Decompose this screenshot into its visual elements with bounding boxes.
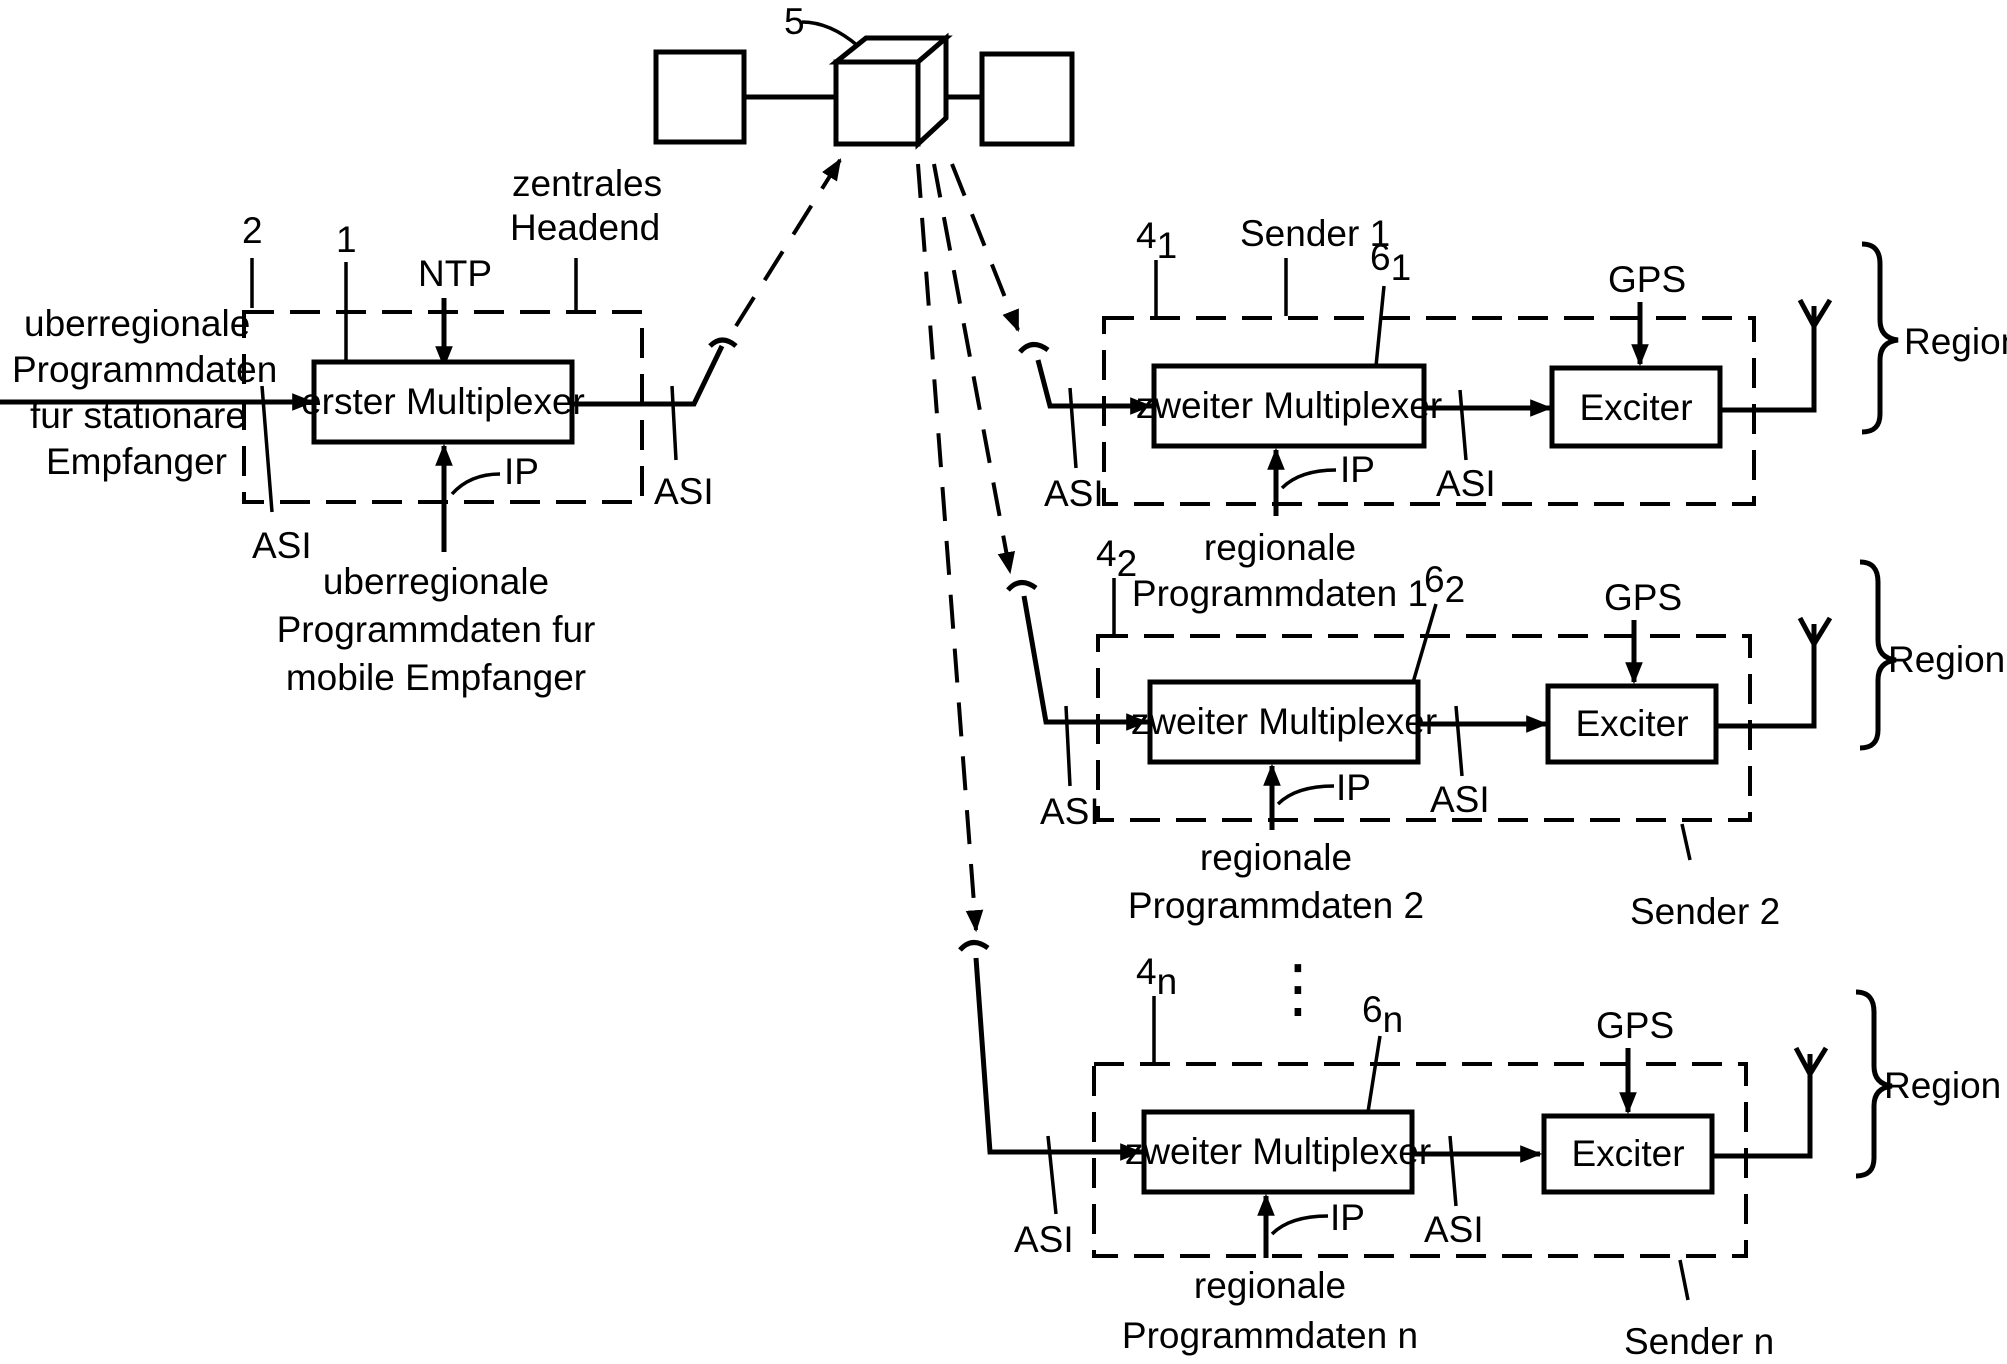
satellite-left-panel xyxy=(656,52,744,142)
exciter-2-label: Exciter xyxy=(1575,703,1688,744)
exciter-n-label: Exciter xyxy=(1571,1133,1684,1174)
mux-n-ref-leader xyxy=(1368,1036,1380,1112)
ip-leader xyxy=(452,474,500,494)
sender-2-asi-out-leader xyxy=(1456,706,1462,776)
sender-1-label: Sender 1 xyxy=(1240,213,1390,254)
ip-1-leader xyxy=(1282,470,1336,488)
region-2-label: Region 2 xyxy=(1888,639,2007,680)
satellite-ref-number: 5 xyxy=(784,1,805,42)
headend-title-line2: Headend xyxy=(510,207,660,248)
sender-2-label: Sender 2 xyxy=(1630,891,1780,932)
transmitter-1: 41 Sender 1 61 ASI zweiter Multiplexer A… xyxy=(1020,213,2007,614)
left-input-line2: Programmdaten xyxy=(12,349,277,390)
headend-ref-number: 2 xyxy=(242,210,263,251)
headend-uplink-line xyxy=(572,346,722,404)
sender-n-asi-out: ASI xyxy=(1424,1209,1484,1250)
headend-title-line1: zentrales xyxy=(512,163,662,204)
ip-1-label: IP xyxy=(1340,449,1375,490)
sender-2-dish xyxy=(1008,582,1036,590)
region-1-label: Region 1 xyxy=(1904,321,2007,362)
ip-label: IP xyxy=(504,451,539,492)
continuation-dots: ⋮ xyxy=(1266,952,1330,1024)
sender-2-asi-out: ASI xyxy=(1430,779,1490,820)
bottom-input-line1: uberregionale xyxy=(323,561,549,602)
ip-2-leader xyxy=(1278,786,1334,804)
right-asi-label: ASI xyxy=(654,471,714,512)
transmitter-n: 4n 6n ASI zweiter Multiplexer ASI Excite… xyxy=(960,942,2007,1362)
headend-uplink-dish xyxy=(710,340,736,346)
sender-n-label: Sender n xyxy=(1624,1321,1774,1362)
central-headend: 2 1 zentrales Headend NTP uberregionale … xyxy=(0,160,840,698)
region-1-brace xyxy=(1862,244,1898,432)
sender-n-ref: 4n xyxy=(1136,951,1177,1002)
zweiter-multiplexer-n-label: zweiter Multiplexer xyxy=(1125,1131,1431,1172)
left-asi-label: ASI xyxy=(252,525,312,566)
sender-n-asi-in: ASI xyxy=(1014,1219,1074,1260)
zweiter-multiplexer-1-label: zweiter Multiplexer xyxy=(1136,385,1442,426)
satellite-body xyxy=(836,62,918,144)
sender-2-asi-in: ASI xyxy=(1040,791,1100,832)
sender-1-dish xyxy=(1020,344,1048,352)
antenna-n-mast xyxy=(1712,1054,1810,1156)
regional-1-line2: Programmdaten 1 xyxy=(1132,573,1428,614)
satellite-ref-leader xyxy=(802,22,858,46)
left-asi-leader xyxy=(262,386,272,512)
left-input-label: uberregionale Programmdaten fur stationa… xyxy=(12,303,277,482)
antenna-1-mast xyxy=(1720,306,1814,410)
sender-1-asi-in: ASI xyxy=(1044,473,1104,514)
sender-n-input-line xyxy=(976,958,1142,1152)
sender-1-asi-out-leader xyxy=(1460,390,1466,460)
sender-1-ref: 41 xyxy=(1136,215,1177,266)
antenna-2-mast xyxy=(1716,624,1814,726)
sender-2-input-line xyxy=(1024,596,1148,722)
downlinks xyxy=(918,164,1018,930)
ip-n-leader xyxy=(1272,1216,1328,1234)
exciter-1-label: Exciter xyxy=(1579,387,1692,428)
mux-n-ref: 6n xyxy=(1362,989,1403,1040)
region-n-label: Region n xyxy=(1884,1065,2007,1106)
left-input-line4: Empfanger xyxy=(46,441,227,482)
left-input-line1: uberregionale xyxy=(24,303,250,344)
uplink-dashed-arrow xyxy=(736,160,840,326)
gps-2-label: GPS xyxy=(1604,577,1682,618)
ip-2-label: IP xyxy=(1336,767,1371,808)
sender-n-dish xyxy=(960,942,988,950)
regional-2-line2: Programmdaten 2 xyxy=(1128,885,1424,926)
ntp-label: NTP xyxy=(418,253,492,294)
ip-n-label: IP xyxy=(1330,1197,1365,1238)
mux-1-ref-leader xyxy=(1376,286,1384,366)
sender-1-asi-in-leader xyxy=(1070,388,1076,468)
mux-2-ref-leader xyxy=(1412,604,1436,686)
regional-2-line1: regionale xyxy=(1200,837,1352,878)
sender-n-asi-in-leader xyxy=(1048,1136,1056,1214)
bottom-input-line3: mobile Empfanger xyxy=(286,657,586,698)
bottom-input-line2: Programmdaten fur xyxy=(277,609,596,650)
mux-2-ref: 62 xyxy=(1424,559,1465,610)
sender-n-asi-out-leader xyxy=(1450,1136,1456,1206)
regional-1-line1: regionale xyxy=(1204,527,1356,568)
bottom-input-label: uberregionale Programmdaten fur mobile E… xyxy=(277,561,596,698)
sender-2-label-leader xyxy=(1682,824,1690,860)
mux-ref-number: 1 xyxy=(336,219,357,260)
satellite: 5 xyxy=(656,1,1072,144)
sender-2-ref: 42 xyxy=(1096,533,1137,584)
gps-1-label: GPS xyxy=(1608,259,1686,300)
gps-n-label: GPS xyxy=(1596,1005,1674,1046)
regional-n-line2: Programmdaten n xyxy=(1122,1315,1418,1356)
downlink-1 xyxy=(952,164,1018,330)
regional-n-line1: regionale xyxy=(1194,1265,1346,1306)
mux-1-ref: 61 xyxy=(1370,237,1411,288)
sender-1-asi-out: ASI xyxy=(1436,463,1496,504)
satellite-right-panel xyxy=(982,54,1072,144)
sender-2-asi-in-leader xyxy=(1066,706,1070,786)
downlink-n xyxy=(918,164,976,930)
right-asi-leader xyxy=(672,386,676,460)
sender-n-label-leader xyxy=(1680,1260,1688,1300)
zweiter-multiplexer-2-label: zweiter Multiplexer xyxy=(1131,701,1437,742)
erster-multiplexer-label: erster Multiplexer xyxy=(301,381,585,422)
